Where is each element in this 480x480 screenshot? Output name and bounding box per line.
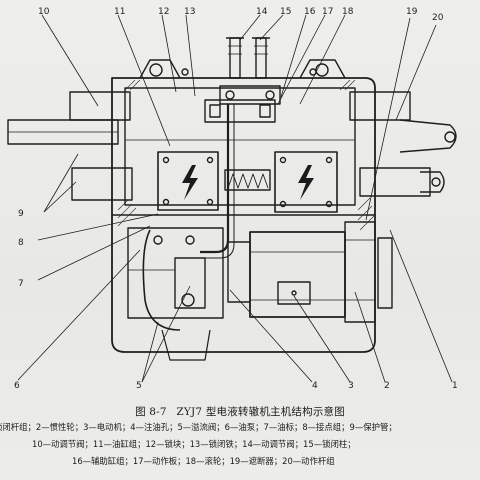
callout-number-20: 20 <box>432 13 444 23</box>
callout-number-5: 5 <box>136 381 142 391</box>
inertia-wheel <box>344 221 393 323</box>
central-rack <box>224 169 271 191</box>
legend-line: 10—动调节阀；11—油缸组；12—锁块；13—锁闭铁；14—动调节阀；15—锁… <box>32 439 356 449</box>
callout-number-4: 4 <box>312 381 318 391</box>
leader-lines <box>17 14 453 383</box>
contact-group-left <box>157 151 219 211</box>
right-action-rods <box>349 91 457 197</box>
callout-number-12: 12 <box>158 7 169 17</box>
callout-number-19: 19 <box>406 7 418 17</box>
contact-group-right <box>274 151 338 213</box>
main-housing <box>111 77 376 353</box>
callout-number-17: 17 <box>322 7 333 17</box>
oil-pipe <box>142 104 235 331</box>
callout-number-1: 1 <box>452 381 458 391</box>
lock-block <box>204 99 276 123</box>
figure-title: ZYJ7 型电液转辙机主机结构示意图 <box>176 406 345 418</box>
legend-line: 锁闭杆组；2—惯性轮；3—电动机；4—注油孔；5—溢流阀；6—油泵；7—油标；8… <box>0 422 397 432</box>
top-valves <box>219 37 281 105</box>
lightning-bolt-icon <box>182 165 198 200</box>
lightning-bolt-icon <box>298 165 314 200</box>
left-protection-tubes <box>7 91 133 201</box>
callout-number-2: 2 <box>384 381 390 391</box>
callout-number-16: 16 <box>304 7 316 17</box>
callout-number-11: 11 <box>114 7 125 17</box>
figure-caption: 图 8-7 ZYJ7 型电液转辙机主机结构示意图 <box>0 404 480 419</box>
legend-line: 16—辅助缸组；17—动作板；18—滚轮；19—遮断器；20—动作杆组 <box>72 456 335 466</box>
electric-motor <box>227 231 346 318</box>
figure-number: 图 8-7 <box>135 406 167 418</box>
callout-number-8: 8 <box>18 238 24 248</box>
callout-number-3: 3 <box>348 381 354 391</box>
callout-number-13: 13 <box>184 7 195 17</box>
callout-number-15: 15 <box>280 7 291 17</box>
callout-number-9: 9 <box>18 209 24 219</box>
callout-number-14: 14 <box>256 7 268 17</box>
callout-number-6: 6 <box>14 381 20 391</box>
oil-cylinder <box>127 227 224 319</box>
callout-number-18: 18 <box>342 7 354 17</box>
callout-number-10: 10 <box>38 7 50 17</box>
callout-number-7: 7 <box>18 279 24 289</box>
section-hatching <box>117 79 375 231</box>
